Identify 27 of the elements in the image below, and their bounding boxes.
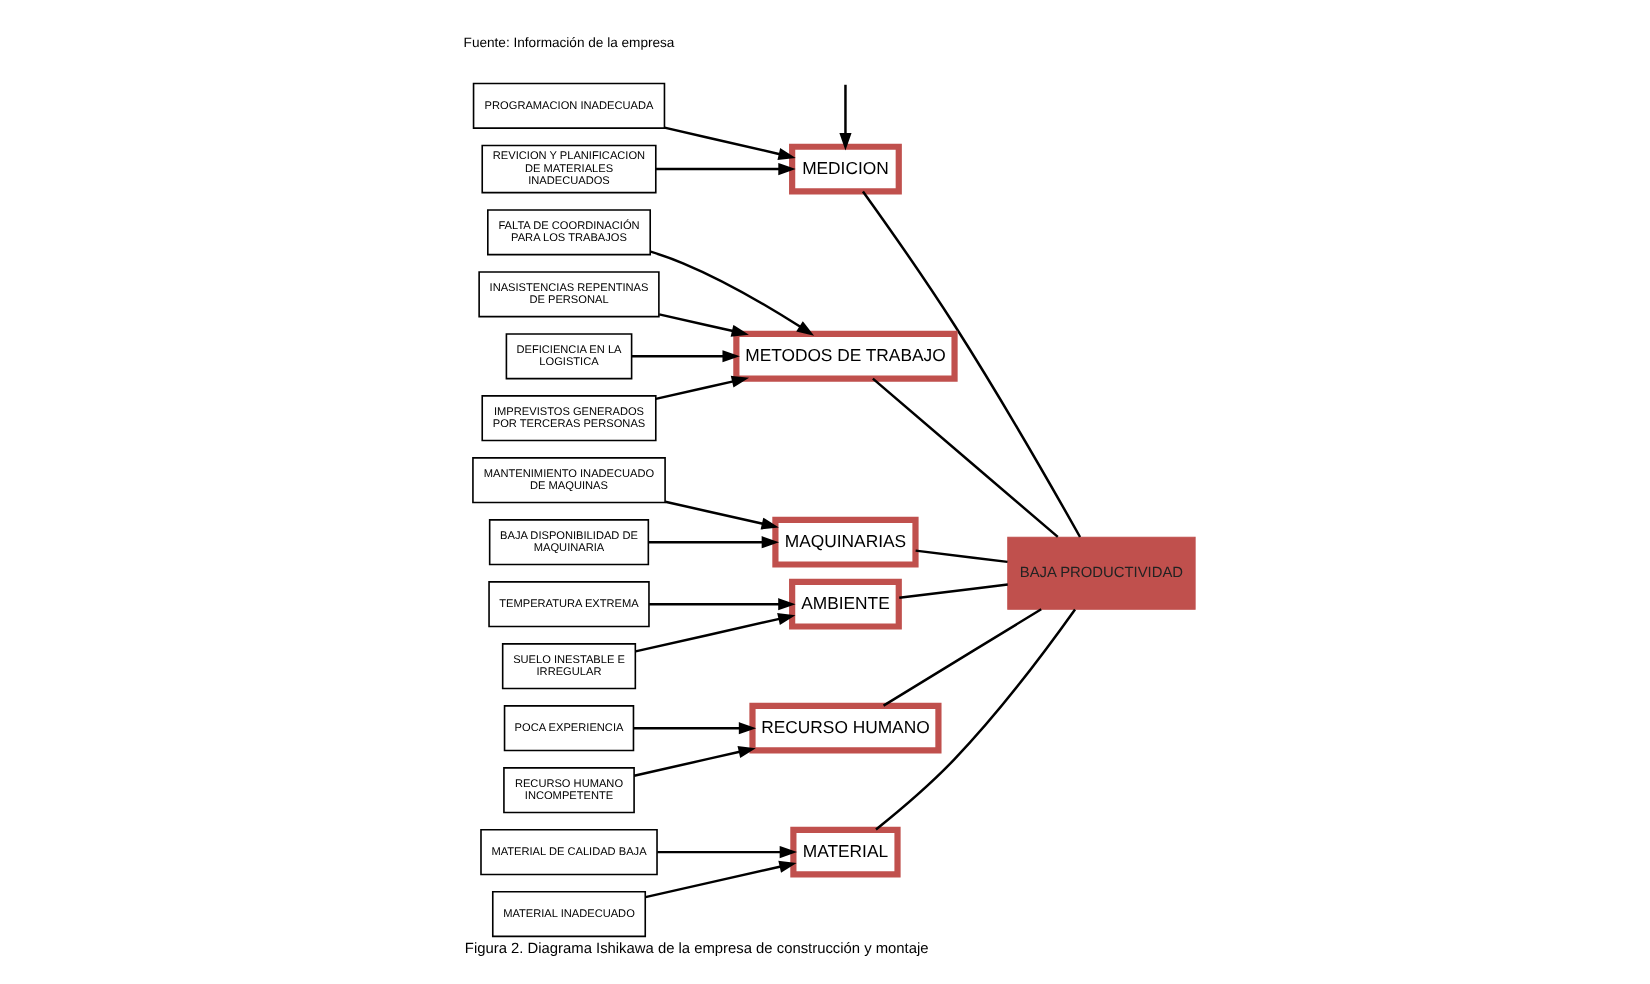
connector: [872, 377, 1059, 538]
node-box: MAQUINARIAS: [772, 516, 919, 568]
arrow: [655, 163, 796, 176]
arrow: [665, 500, 779, 530]
arrow: [664, 126, 796, 160]
connector: [915, 549, 1008, 564]
arrow: [633, 746, 756, 777]
node-box: AMBIENTE: [789, 578, 902, 630]
connector: [875, 608, 1077, 831]
arrow: [649, 598, 796, 611]
arrow: [631, 350, 740, 363]
arrow: [633, 722, 757, 735]
arrow: [648, 536, 780, 549]
node-box: METODOS DE TRABAJO: [733, 330, 958, 382]
connector: [882, 608, 1042, 707]
connector: [899, 583, 1008, 599]
arrow: [839, 84, 852, 151]
connector: [861, 190, 1082, 538]
arrow: [645, 860, 797, 899]
arrow: [635, 613, 796, 653]
arrow: [657, 846, 798, 859]
node-box: MEDICION: [789, 143, 902, 195]
node-box: RECURSO HUMANO: [749, 702, 942, 754]
node-box: MATERIAL: [790, 826, 901, 878]
arrow: [655, 375, 750, 401]
arrow: [650, 250, 815, 336]
arrow: [658, 313, 749, 337]
